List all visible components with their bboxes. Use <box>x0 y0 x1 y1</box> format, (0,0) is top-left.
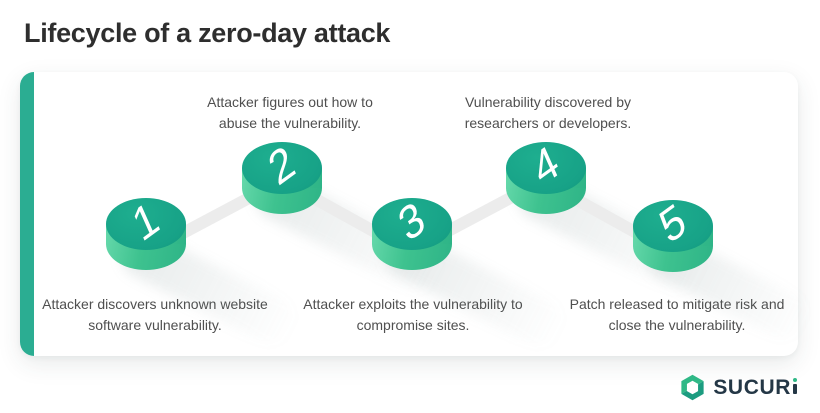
step-caption-2: Attacker figures out how to abuse the vu… <box>207 94 373 131</box>
step-caption-4: Vulnerability discovered by researchers … <box>464 94 632 131</box>
step-cylinder-5: 5 <box>633 194 713 272</box>
lifecycle-card: 1 2 3 4 <box>20 72 817 356</box>
lifecycle-diagram: 1 2 3 4 <box>20 72 817 356</box>
page-title: Lifecycle of a zero-day attack <box>24 18 391 48</box>
letter-i-stem <box>793 383 797 394</box>
brand-prefix: SUCUR <box>713 375 791 399</box>
step-cylinder-3: 3 <box>372 192 452 270</box>
step-caption-1: Attacker discovers unknown website softw… <box>42 296 268 333</box>
step-cylinder-1: 1 <box>106 192 186 270</box>
step-cylinder-2: 2 <box>242 136 322 214</box>
cylinder-top <box>372 198 452 250</box>
cylinder-top <box>106 198 186 250</box>
step-cylinder-4: 4 <box>506 136 586 214</box>
cylinder-top <box>506 142 586 194</box>
brand-letter-i <box>793 377 798 394</box>
brand-text: SUCUR <box>713 376 798 400</box>
sucuri-logo: SUCUR <box>679 374 798 401</box>
card-accent-bar <box>20 72 34 356</box>
sucuri-hexagon-s-icon <box>681 374 704 401</box>
letter-i-dot <box>793 377 797 382</box>
step-caption-3: Attacker exploits the vulnerability to c… <box>303 296 523 333</box>
cylinder-top <box>242 142 322 194</box>
step-caption-5: Patch released to mitigate risk and clos… <box>569 296 785 333</box>
cylinder-top <box>633 200 713 252</box>
